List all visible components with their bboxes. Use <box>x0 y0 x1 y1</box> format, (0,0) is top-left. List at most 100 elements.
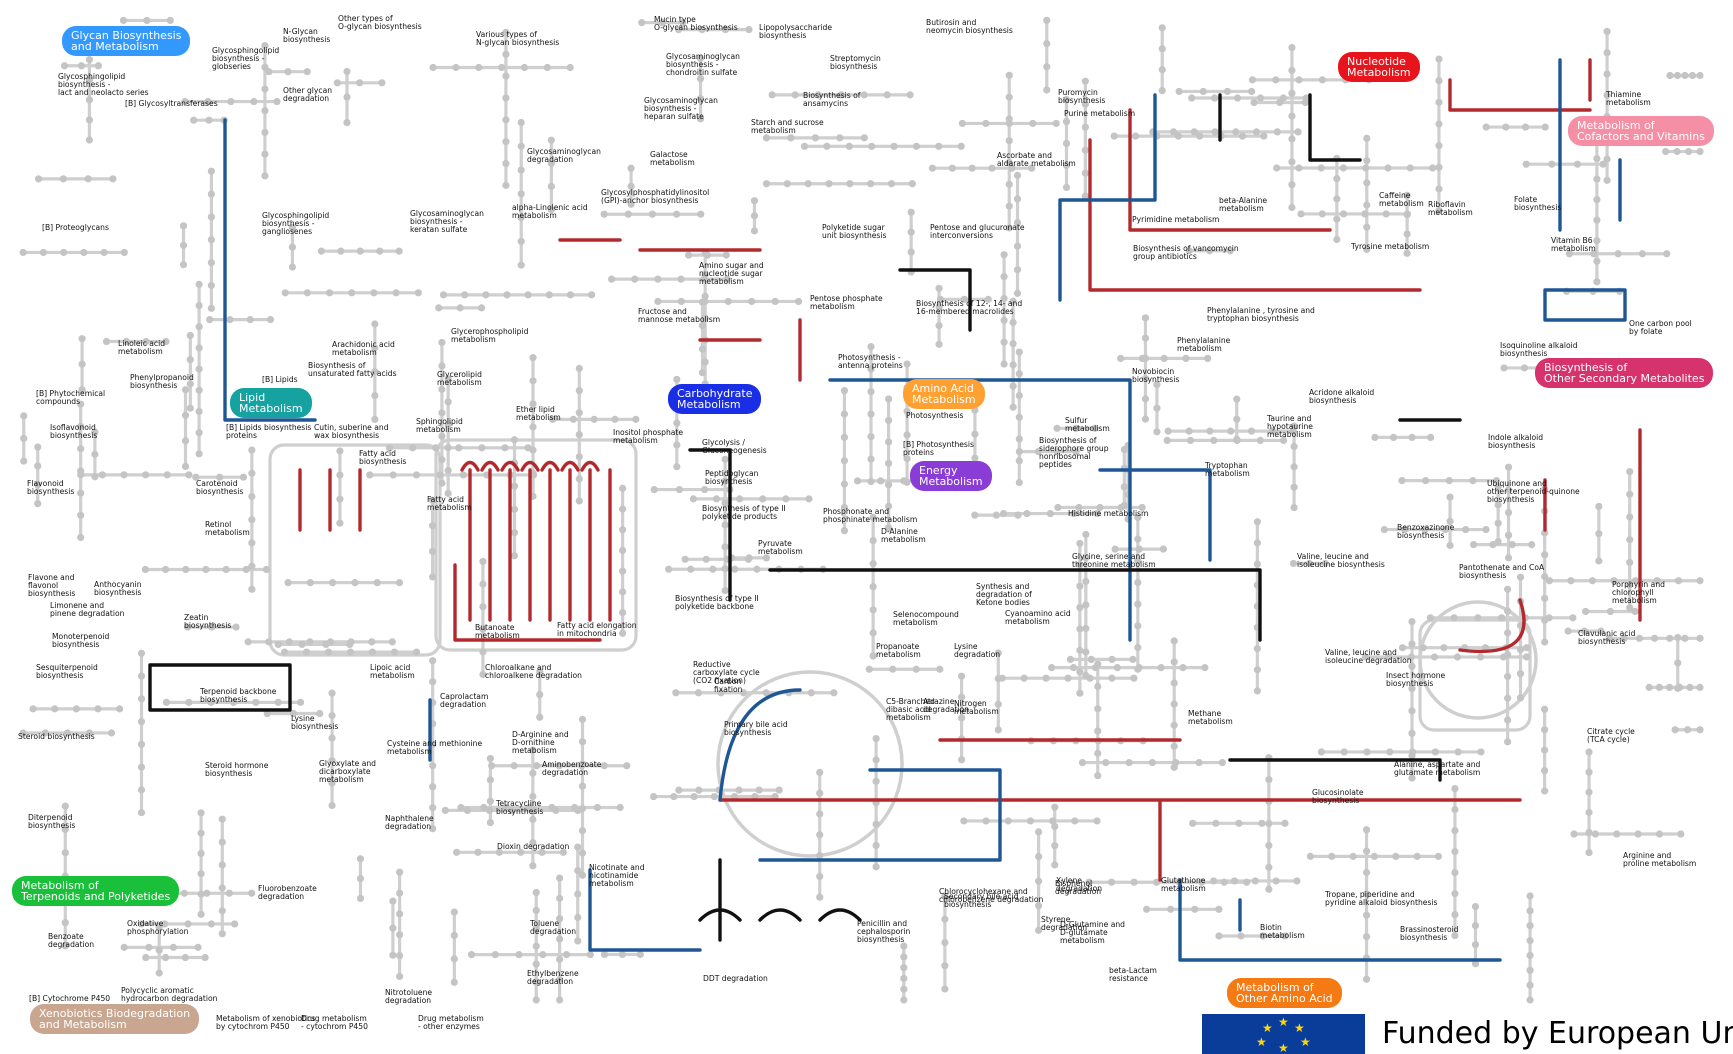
pathway-label[interactable]: Ascorbate and aldarate metabolism <box>997 152 1076 168</box>
pathway-label[interactable]: Other types of O-glycan biosynthesis <box>338 15 422 31</box>
pathway-label[interactable]: Propanoate metabolism <box>876 643 921 659</box>
pathway-label[interactable]: Monoterpenoid biosynthesis <box>52 633 109 649</box>
pathway-label[interactable]: Arachidonic acid metabolism <box>332 341 395 357</box>
pathway-label[interactable]: alpha-Linolenic acid metabolism <box>512 204 588 220</box>
category-label[interactable]: Glycan Biosynthesis and Metabolism <box>62 26 190 56</box>
pathway-label[interactable]: Chloroalkane and chloroalkene degradatio… <box>485 664 582 680</box>
pathway-label[interactable]: Indole alkaloid biosynthesis <box>1488 434 1543 450</box>
pathway-label[interactable]: D-Glutamine and D-glutamate metabolism <box>1060 921 1125 945</box>
pathway-label[interactable]: Inositol phosphate metabolism <box>613 429 683 445</box>
pathway-label[interactable]: N-Glycan biosynthesis <box>283 28 330 44</box>
category-label[interactable]: Energy Metabolism <box>910 461 992 491</box>
pathway-label[interactable]: Galactose metabolism <box>650 151 695 167</box>
pathway-label[interactable]: Amino sugar and nucleotide sugar metabol… <box>699 262 764 286</box>
pathway-label[interactable]: Anthocyanin biosynthesis <box>94 581 142 597</box>
pathway-label[interactable]: Purine metabolism <box>1064 110 1135 118</box>
pathway-label[interactable]: Sulfur metabolism <box>1065 417 1110 433</box>
pathway-label[interactable]: Glutathione metabolism <box>1161 877 1206 893</box>
pathway-label[interactable]: Glycerolipid metabolism <box>437 371 482 387</box>
pathway-label[interactable]: Lipoic acid metabolism <box>370 664 415 680</box>
pathway-label[interactable]: Nitrotoluene degradation <box>385 989 432 1005</box>
pathway-label[interactable]: Steroid biosynthesis <box>18 733 95 741</box>
pathway-label[interactable]: Glycolysis / Gluconeogenesis <box>702 439 767 455</box>
pathway-label[interactable]: Butirosin and neomycin biosynthesis <box>926 19 1013 35</box>
pathway-label[interactable]: Primary bile acid biosynthesis <box>724 721 788 737</box>
pathway-label[interactable]: Glycosaminoglycan degradation <box>527 148 601 164</box>
pathway-label[interactable]: Caprolactam degradation <box>440 693 488 709</box>
pathway-label[interactable]: Penicillin and cephalosporin biosynthesi… <box>857 920 910 944</box>
pathway-label[interactable]: Cysteine and methionine metabolism <box>387 740 482 756</box>
pathway-label[interactable]: [B] Cytochrome P450 <box>29 995 110 1003</box>
pathway-label[interactable]: Citrate cycle (TCA cycle) <box>1587 728 1635 744</box>
category-label[interactable]: Metabolism of Other Amino Acid <box>1227 978 1342 1008</box>
pathway-label[interactable]: Terpenoid backbone biosynthesis <box>200 688 276 704</box>
pathway-label[interactable]: Biosynthesis of ansamycins <box>803 92 860 108</box>
pathway-label[interactable]: Pantothenate and CoA biosynthesis <box>1459 564 1544 580</box>
pathway-label[interactable]: Photosynthesis <box>906 412 963 420</box>
pathway-label[interactable]: Phenylalanine , tyrosine and tryptophan … <box>1207 307 1315 323</box>
pathway-label[interactable]: Oxidative phosphorylation <box>127 920 188 936</box>
pathway-label[interactable]: Phosphonate and phosphinate metabolism <box>823 508 917 524</box>
pathway-label[interactable]: Various types of N-glycan biosynthesis <box>476 31 559 47</box>
pathway-label[interactable]: [B] Phytochemical compounds <box>36 390 105 406</box>
pathway-label[interactable]: DDT degradation <box>703 975 768 983</box>
pathway-label[interactable]: Mucin type O-glycan biosynthesis <box>654 16 738 32</box>
category-label[interactable]: Biosynthesis of Other Secondary Metaboli… <box>1535 358 1713 388</box>
pathway-label[interactable]: Nicotinate and nicotinamide metabolism <box>589 864 645 888</box>
pathway-label[interactable]: beta-Alanine metabolism <box>1219 197 1267 213</box>
pathway-label[interactable]: Insect hormone biosynthesis <box>1386 672 1445 688</box>
pathway-label[interactable]: Valine, leucine and isoleucine biosynthe… <box>1297 553 1385 569</box>
category-label[interactable]: Carbohydrate Metabolism <box>668 384 761 414</box>
pathway-label[interactable]: Drug metabolism - other enzymes <box>418 1015 484 1031</box>
pathway-label[interactable]: Tetracycline biosynthesis <box>496 800 543 816</box>
pathway-label[interactable]: One carbon pool by folate <box>1629 320 1692 336</box>
pathway-label[interactable]: Carbon fixation <box>714 678 742 694</box>
pathway-label[interactable]: Phenylpropanoid biosynthesis <box>130 374 194 390</box>
pathway-label[interactable]: Linoleic acid metabolism <box>118 340 165 356</box>
pathway-label[interactable]: Synthesis and degradation of Ketone bodi… <box>976 583 1032 607</box>
pathway-label[interactable]: Glycosaminoglycan biosynthesis - heparan… <box>644 97 718 121</box>
pathway-label[interactable]: Aminobenzoate degradation <box>542 761 601 777</box>
category-label[interactable]: Amino Acid Metabolism <box>903 379 985 409</box>
pathway-label[interactable]: Zeatin biosynthesis <box>184 614 231 630</box>
pathway-label[interactable]: Biosynthesis of unsaturated fatty acids <box>308 362 397 378</box>
pathway-label[interactable]: Toluene degradation <box>530 920 576 936</box>
pathway-label[interactable]: Ether lipid metabolism <box>516 406 561 422</box>
pathway-label[interactable]: Lysine biosynthesis <box>291 715 338 731</box>
pathway-label[interactable]: Cyanoamino acid metabolism <box>1005 610 1071 626</box>
pathway-label[interactable]: Tyrosine metabolism <box>1351 243 1429 251</box>
pathway-label[interactable]: Methane metabolism <box>1188 710 1233 726</box>
pathway-label[interactable]: Secondary bile acid biosynthesis <box>944 893 1019 909</box>
pathway-label[interactable]: [B] Lipids <box>262 376 298 384</box>
pathway-label[interactable]: Glycerophospholipid metabolism <box>451 328 528 344</box>
pathway-label[interactable]: Fatty acid biosynthesis <box>359 450 406 466</box>
pathway-label[interactable]: Pyrimidine metabolism <box>1132 216 1219 224</box>
pathway-label[interactable]: D-Arginine and D-ornithine metabolism <box>512 731 569 755</box>
pathway-label[interactable]: Fatty acid metabolism <box>427 496 472 512</box>
pathway-label[interactable]: Glycosphingolipid biosynthesis - ganglio… <box>262 212 329 236</box>
pathway-label[interactable]: Streptomycin biosynthesis <box>830 55 881 71</box>
pathway-label[interactable]: Peptidoglycan biosynthesis <box>705 470 758 486</box>
pathway-label[interactable]: Isoflavonoid biosynthesis <box>50 424 97 440</box>
category-label[interactable]: Lipid Metabolism <box>230 388 312 418</box>
pathway-label[interactable]: Retinol metabolism <box>205 521 250 537</box>
pathway-label[interactable]: Biotin metabolism <box>1260 924 1305 940</box>
pathway-label[interactable]: Glucosinolate biosynthesis <box>1312 789 1364 805</box>
pathway-label[interactable]: Glycosaminoglycan biosynthesis - keratan… <box>410 210 484 234</box>
pathway-label[interactable]: [B] Proteoglycans <box>42 224 109 232</box>
pathway-label[interactable]: Diterpenoid biosynthesis <box>28 814 75 830</box>
pathway-label[interactable]: Glycine, serine and threonine metabolism <box>1072 553 1156 569</box>
pathway-label[interactable]: Brassinosteroid biosynthesis <box>1400 926 1459 942</box>
pathway-label[interactable]: Ethylbenzene degradation <box>527 970 579 986</box>
pathway-label[interactable]: Tryptophan metabolism <box>1205 462 1250 478</box>
pathway-label[interactable]: Fructose and mannose metabolism <box>638 308 720 324</box>
pathway-label[interactable]: Atrazine degradation <box>923 698 969 714</box>
pathway-label[interactable]: Taurine and hypotaurine metabolism <box>1267 415 1313 439</box>
category-label[interactable]: Nucleotide Metabolism <box>1338 52 1420 82</box>
pathway-label[interactable]: Sesquiterpenoid biosynthesis <box>36 664 98 680</box>
pathway-label[interactable]: Clavulanic acid biosynthesis <box>1578 630 1635 646</box>
pathway-label[interactable]: Selenocompound metabolism <box>893 611 959 627</box>
pathway-label[interactable]: Arginine and proline metabolism <box>1623 852 1696 868</box>
category-label[interactable]: Metabolism of Terpenoids and Polyketides <box>12 876 179 906</box>
pathway-label[interactable]: Glycosphingolipid biosynthesis - globser… <box>212 47 279 71</box>
